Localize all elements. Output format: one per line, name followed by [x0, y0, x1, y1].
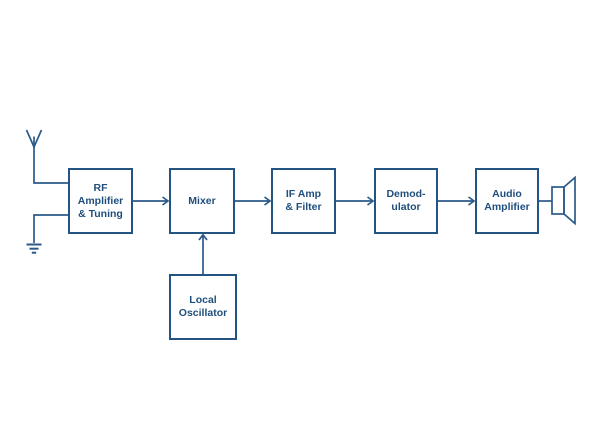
arrow-if-to-demod — [336, 196, 375, 206]
block-mixer: Mixer — [169, 168, 235, 234]
block-mixer-label: Mixer — [188, 194, 216, 207]
block-local-oscillator: Local Oscillator — [169, 274, 237, 340]
ground-icon — [26, 214, 68, 254]
block-audio-amplifier: Audio Amplifier — [475, 168, 539, 234]
block-local-oscillator-label: Local Oscillator — [178, 294, 228, 319]
block-demodulator: Demod- ulator — [374, 168, 438, 234]
block-if-amp-filter: IF Amp & Filter — [271, 168, 336, 234]
block-rf-amplifier-label: RF Amplifier & Tuning — [77, 181, 124, 220]
block-audio-amplifier-label: Audio Amplifier — [484, 188, 530, 213]
arrow-lo-to-mixer — [198, 233, 208, 274]
block-if-amp-filter-label: IF Amp & Filter — [285, 188, 322, 213]
arrow-mixer-to-if — [235, 196, 272, 206]
speaker-icon — [551, 175, 576, 226]
arrow-demod-to-audio — [438, 196, 476, 206]
block-demodulator-label: Demod- ulator — [386, 188, 426, 213]
antenna-icon — [25, 129, 68, 184]
arrow-rf-to-mixer — [133, 196, 170, 206]
block-rf-amplifier: RF Amplifier & Tuning — [68, 168, 133, 234]
